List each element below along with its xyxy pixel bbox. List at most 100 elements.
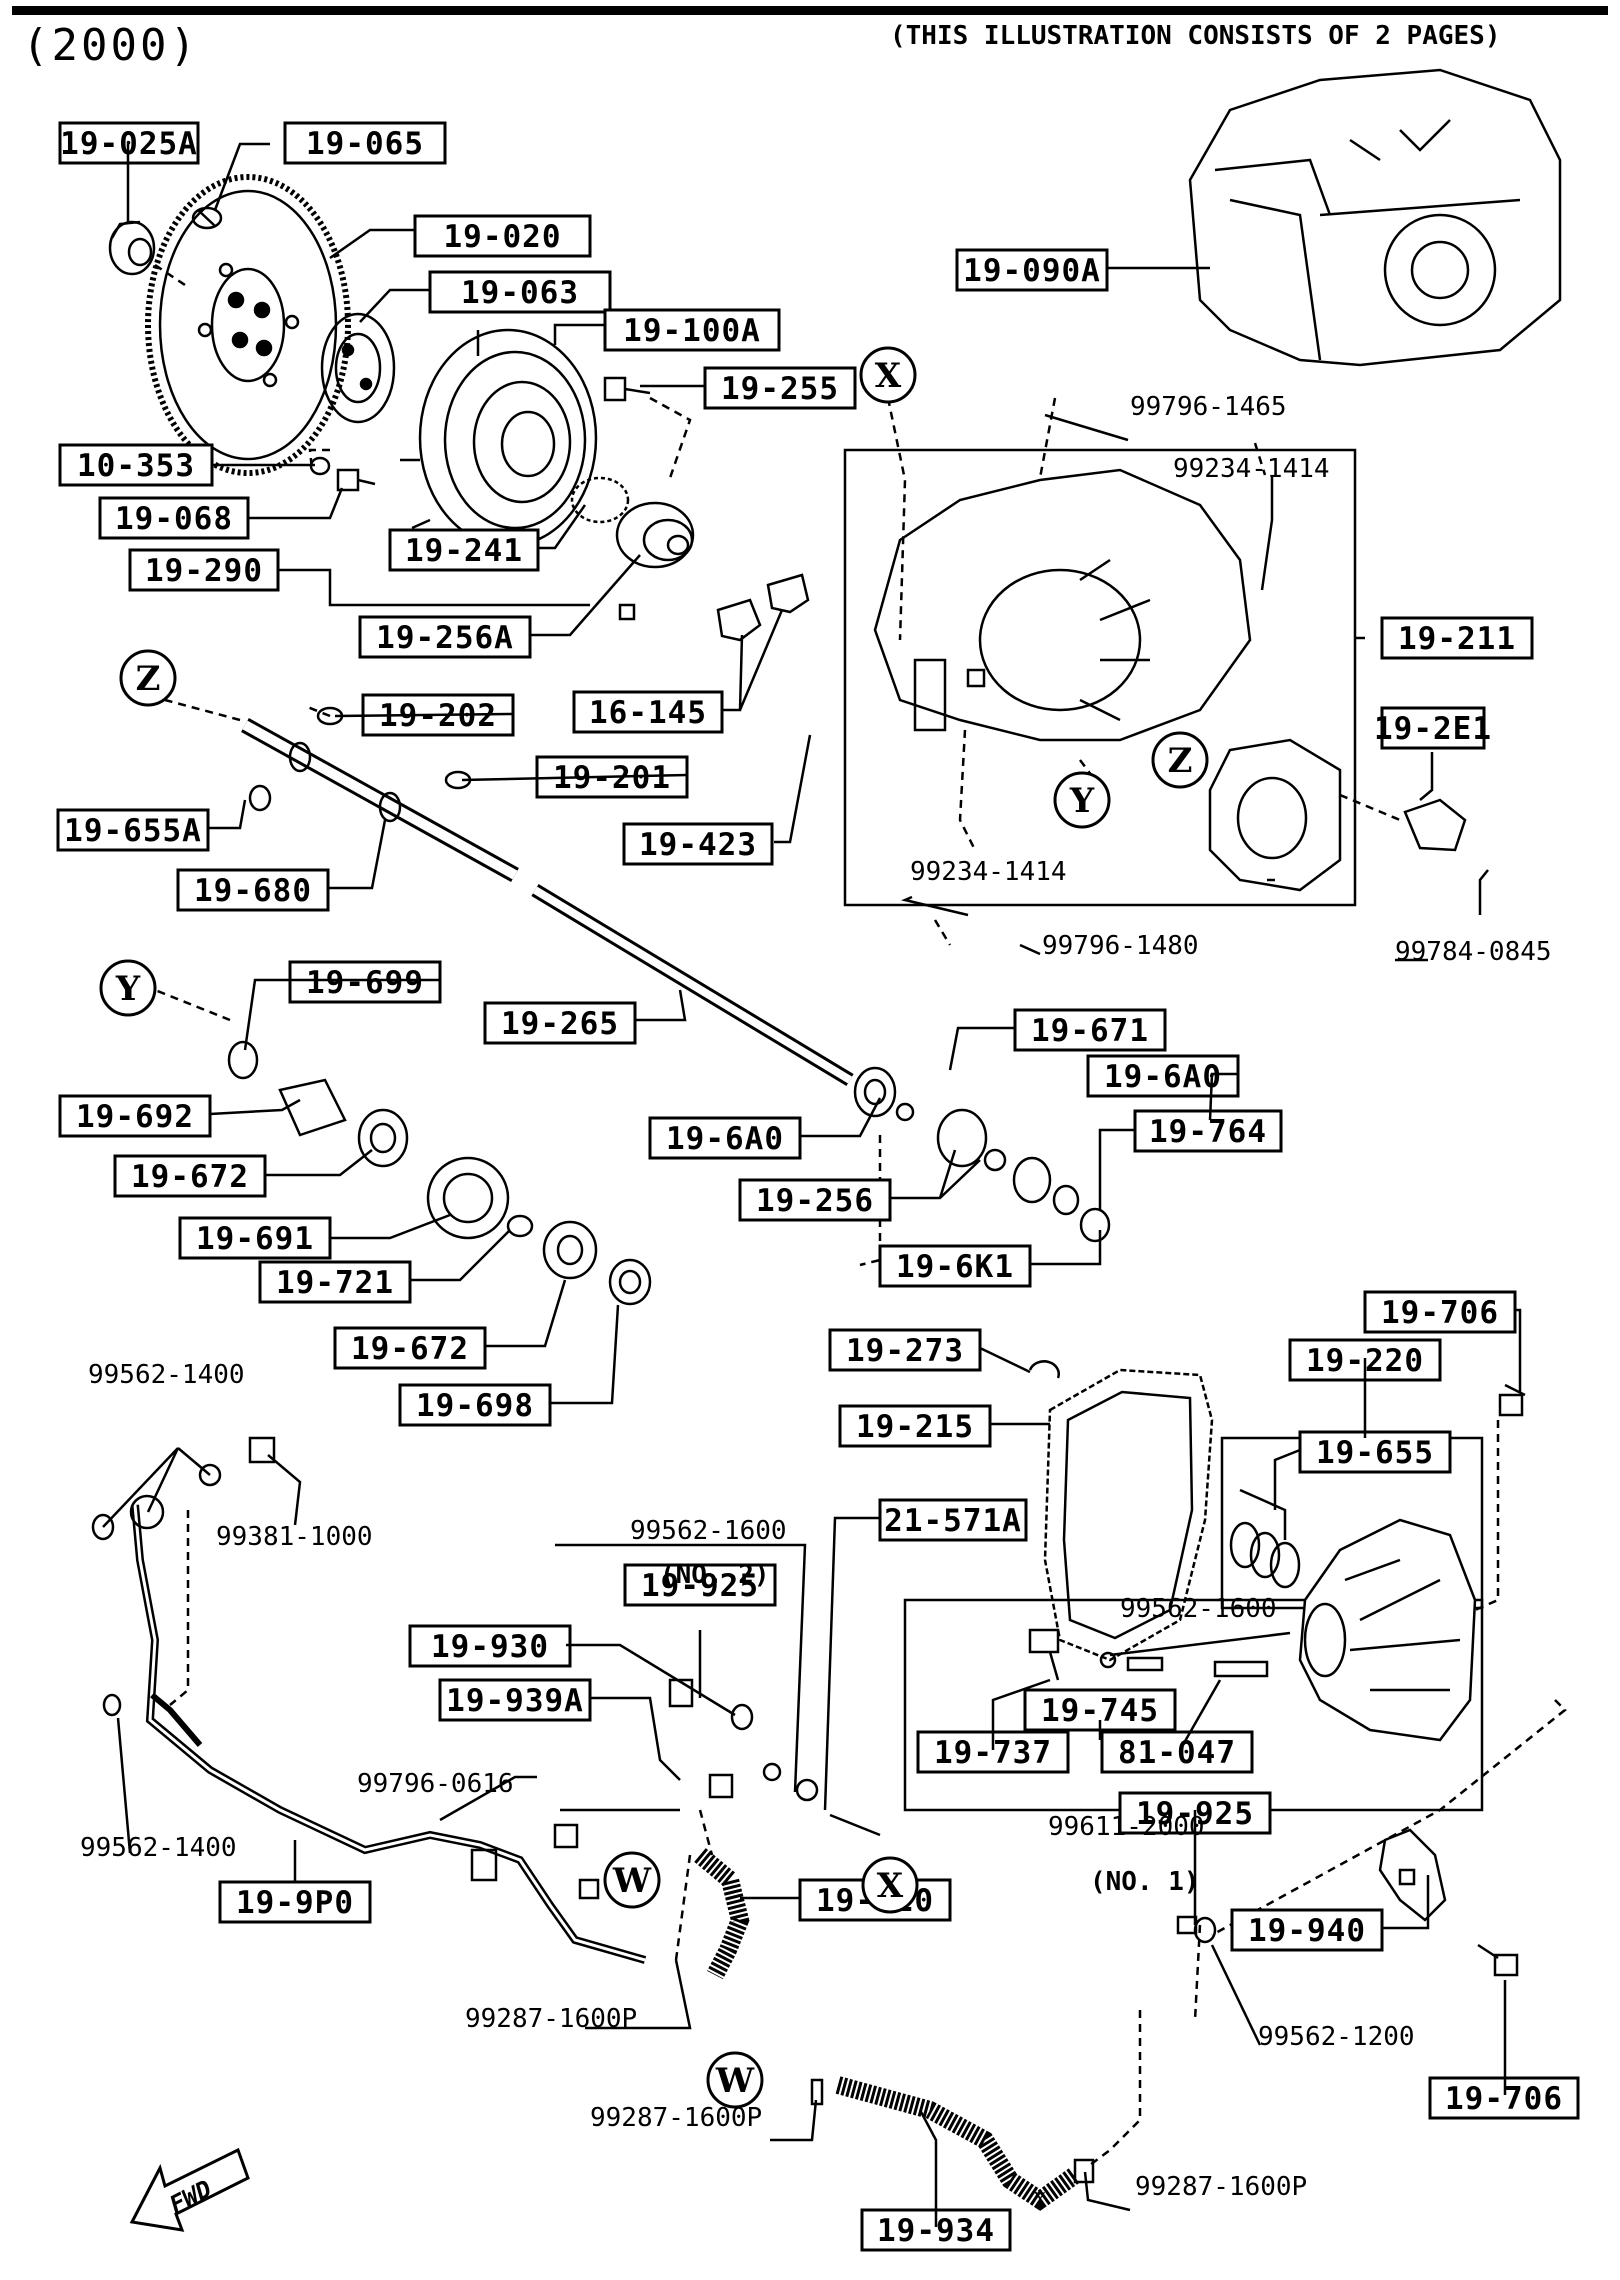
leader-line	[1083, 2171, 1131, 2212]
label-text: 19-925	[641, 1568, 759, 1604]
part-label-19-9p0: 19-9P0	[218, 1880, 372, 1924]
pump-shaft-part	[570, 476, 695, 569]
leader-line	[1210, 1944, 1262, 2046]
part-number-99796-1480: 99796-1480	[1042, 931, 1199, 961]
label-text: 19-020	[444, 219, 562, 255]
leader-line	[208, 799, 247, 830]
leader-line	[722, 609, 784, 712]
year-label: (2000)	[22, 20, 199, 71]
part-number-99796-0616: 99796-0616	[357, 1769, 514, 1799]
part-label-19-699: 19-699	[288, 960, 442, 1004]
leader-line	[1382, 1875, 1430, 1930]
part-label-19-672: 19-672	[113, 1154, 267, 1198]
label-text: 19-655A	[64, 813, 202, 849]
label-text: 19-423	[639, 827, 757, 863]
label-box	[1133, 1109, 1283, 1153]
label-box	[128, 548, 280, 592]
label-box	[438, 1678, 592, 1722]
leader-line	[329, 228, 415, 260]
leader-line	[116, 1717, 132, 1854]
callout-z: Z	[119, 649, 177, 707]
hose-part-9e0	[694, 1848, 750, 1980]
part-number-99234-1414: 99234-1414	[910, 857, 1067, 887]
part-label-19-691: 19-691	[178, 1216, 332, 1260]
callout-circle	[603, 1851, 661, 1909]
part-number-99562-1400: 99562-1400	[80, 1833, 237, 1863]
leader-line	[1273, 1448, 1301, 1510]
part-label-19-925: 19-925	[623, 1563, 777, 1607]
part-label-19-655: 19-655	[1298, 1430, 1452, 1474]
label-box	[1380, 616, 1534, 660]
label-text: 19-692	[76, 1099, 194, 1135]
callout-y: Y	[99, 959, 157, 1017]
leader-line	[979, 1346, 1031, 1374]
leader-line	[1515, 1308, 1522, 1392]
part-number-99562-1400: 99562-1400	[88, 1360, 245, 1390]
label-box	[603, 308, 781, 352]
label-text: 19-698	[416, 1388, 534, 1424]
label-text: 19-680	[194, 873, 312, 909]
part-label-19-211: 19-211	[1380, 616, 1534, 660]
leader-line-layer	[102, 142, 1522, 2227]
label-text: 19-211	[1398, 621, 1516, 657]
leader-line	[359, 288, 430, 323]
leader-line	[243, 978, 440, 1051]
leader-line	[590, 1696, 681, 1781]
label-box	[1380, 706, 1486, 750]
part-label-10-353: 10-353	[58, 443, 214, 487]
leader-line	[328, 819, 387, 890]
leader-line	[1478, 869, 1489, 915]
callout-x: X	[859, 346, 917, 404]
leader-line	[538, 504, 587, 550]
label-text: 81-047	[1118, 1735, 1236, 1771]
part-number-99234-1414: 99234-1414	[1173, 454, 1330, 484]
leader-line	[770, 2099, 818, 2142]
part-number-99611-2000: 99611-2000	[1048, 1812, 1205, 1842]
leader-line	[1019, 943, 1041, 956]
callout-letter: X	[875, 356, 902, 396]
part-label-19-256a: 19-256A	[358, 615, 532, 659]
part-label-19-423: 19-423	[622, 822, 774, 866]
part-label-19-672: 19-672	[333, 1326, 487, 1370]
leader-line	[1098, 1128, 1135, 1210]
label-text: 19-939A	[446, 1683, 584, 1719]
output-gear-parts	[853, 1066, 1111, 1243]
cooler-pipe-part	[131, 1504, 647, 1964]
label-text: 19-940	[1248, 1913, 1366, 1949]
gear-stack-parts	[278, 1078, 652, 1306]
label-box	[1298, 1430, 1452, 1474]
label-box	[703, 366, 857, 410]
label-box	[113, 1154, 267, 1198]
part-label-19-6k1: 19-6K1	[878, 1244, 1032, 1288]
label-box	[1363, 1290, 1517, 1334]
callout-x: X	[861, 1856, 919, 1914]
label-text: 19-671	[1031, 1013, 1149, 1049]
side-cover-part	[1208, 738, 1467, 892]
sensor-parts	[716, 573, 810, 642]
part-label-19-940: 19-940	[1230, 1908, 1384, 1952]
leader-line	[550, 1304, 620, 1405]
label-box	[623, 1563, 777, 1607]
o-ring-699	[227, 1040, 259, 1080]
label-box	[1023, 1688, 1177, 1732]
leader-line	[1260, 477, 1274, 591]
label-box	[878, 1244, 1032, 1288]
part-number-99562-1600: 99562-1600	[630, 1516, 787, 1546]
part-label-81-047: 81-047	[1100, 1730, 1254, 1774]
part-label-16-145: 16-145	[572, 690, 724, 734]
label-text: 19-100A	[623, 313, 761, 349]
label-text: 19-256	[756, 1183, 874, 1219]
label-text: 19-672	[131, 1159, 249, 1195]
label-text: 19-2E1	[1374, 711, 1492, 747]
part-label-19-090a: 19-090A	[955, 248, 1109, 292]
label-text: 19-255	[721, 371, 839, 407]
part-label-19-692: 19-692	[58, 1094, 212, 1138]
label-box	[258, 1260, 412, 1304]
part-label-19-6a0: 19-6A0	[1086, 1054, 1240, 1098]
callout-letter: Y	[1069, 781, 1095, 821]
callout-circle	[99, 959, 157, 1017]
part-label-19-265: 19-265	[483, 1001, 637, 1045]
part-label-19-100a: 19-100A	[603, 308, 781, 352]
part-label-19-764: 19-764	[1133, 1109, 1283, 1153]
